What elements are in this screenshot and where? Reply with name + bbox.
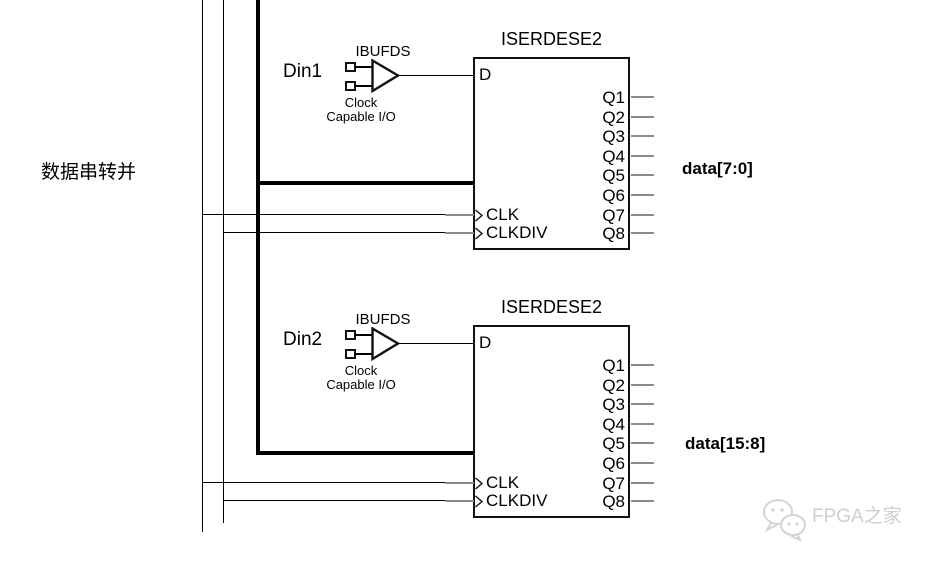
clkdiv-input-stub: [445, 232, 474, 234]
port-q-label: Q4: [602, 147, 625, 166]
serdes-block-1: Din1 IBUFDS Clock Capable I/O ISERDESE2 …: [0, 0, 943, 268]
clk-wire-1: [202, 214, 448, 215]
q-output-stub: [631, 232, 654, 234]
clock-edge-icon: [475, 209, 484, 222]
port-q-label: Q8: [602, 224, 625, 243]
q-output-stub: [631, 364, 654, 366]
ibufds-label: IBUFDS: [355, 311, 411, 328]
clkdiv-wire-2: [223, 500, 448, 501]
wechat-logo-icon: [763, 499, 806, 543]
port-clk-label: CLK: [486, 473, 520, 492]
port-q-label: Q4: [602, 415, 625, 434]
output-bus-label: data[15:8]: [685, 434, 766, 453]
q-output-stub: [631, 135, 654, 137]
port-clkdiv-label: CLKDIV: [486, 491, 548, 510]
q-output-stub: [631, 174, 654, 176]
clk-bus-line: [202, 0, 203, 532]
q-output-stub: [631, 423, 654, 425]
port-d-label: D: [479, 333, 492, 352]
pad-wire-n: [355, 353, 374, 355]
q-output-stub: [631, 116, 654, 118]
buffer-triangle-icon: [371, 327, 401, 361]
port-d-label: D: [479, 65, 492, 84]
buffer-triangle-icon: [371, 59, 401, 93]
port-q-label: Q6: [602, 454, 625, 473]
buffer-caption-line2: Capable I/O: [326, 109, 396, 124]
clk-wire-2: [202, 482, 448, 483]
port-q-label: Q3: [602, 395, 625, 414]
iserdes-title: ISERDESE2: [500, 297, 603, 317]
clkdiv-wire-1: [223, 232, 448, 233]
q-output-stub: [631, 384, 654, 386]
clk-input-stub: [445, 482, 474, 484]
q-output-stub: [631, 442, 654, 444]
serdes-block-2: Din2 IBUFDS Clock Capable I/O ISERDESE2 …: [0, 268, 943, 536]
port-clkdiv-label: CLKDIV: [486, 223, 548, 242]
q-output-stub: [631, 482, 654, 484]
d-input-wire: [397, 343, 473, 344]
port-q-label: Q7: [602, 474, 625, 493]
input-signal-label: Din1: [283, 61, 323, 82]
port-q-label: Q2: [602, 376, 625, 395]
region-boundary-vertical: [256, 0, 260, 455]
q-output-stub: [631, 214, 654, 216]
q-output-stub: [631, 403, 654, 405]
buffer-caption-line1: Clock: [344, 363, 378, 378]
q-output-stub: [631, 462, 654, 464]
d-input-wire: [397, 75, 473, 76]
port-q-label: Q2: [602, 108, 625, 127]
watermark-text: FPGA之家: [812, 506, 902, 527]
port-q-label: Q7: [602, 206, 625, 225]
ibufds-label: IBUFDS: [355, 43, 411, 60]
port-q-label: Q1: [602, 356, 625, 375]
iserdes-box: [473, 325, 630, 518]
clkdiv-input-stub: [445, 500, 474, 502]
clock-edge-icon: [475, 227, 484, 240]
region-boundary-horizontal-1: [256, 181, 474, 185]
port-clk-label: CLK: [486, 205, 520, 224]
q-output-stub: [631, 96, 654, 98]
clock-edge-icon: [475, 495, 484, 508]
port-q-label: Q3: [602, 127, 625, 146]
port-q-label: Q5: [602, 434, 625, 453]
region-boundary-horizontal-2: [256, 451, 474, 455]
q-output-stub: [631, 500, 654, 502]
clock-edge-icon: [475, 477, 484, 490]
port-q-label: Q8: [602, 492, 625, 511]
q-output-stub: [631, 194, 654, 196]
buffer-caption-line2: Capable I/O: [326, 377, 396, 392]
diagram-caption: 数据串转并: [41, 162, 137, 183]
pad-wire-p: [355, 334, 374, 336]
clk-input-stub: [445, 214, 474, 216]
output-bus-label: data[7:0]: [682, 159, 753, 178]
pad-wire-n: [355, 85, 374, 87]
iserdes-title: ISERDESE2: [500, 29, 603, 49]
port-q-label: Q6: [602, 186, 625, 205]
clkdiv-bus-line: [223, 0, 224, 523]
pad-wire-p: [355, 66, 374, 68]
buffer-caption-line1: Clock: [344, 95, 378, 110]
q-output-stub: [631, 155, 654, 157]
port-q-label: Q5: [602, 166, 625, 185]
port-q-label: Q1: [602, 88, 625, 107]
iserdes-box: [473, 57, 630, 250]
input-signal-label: Din2: [283, 329, 323, 350]
